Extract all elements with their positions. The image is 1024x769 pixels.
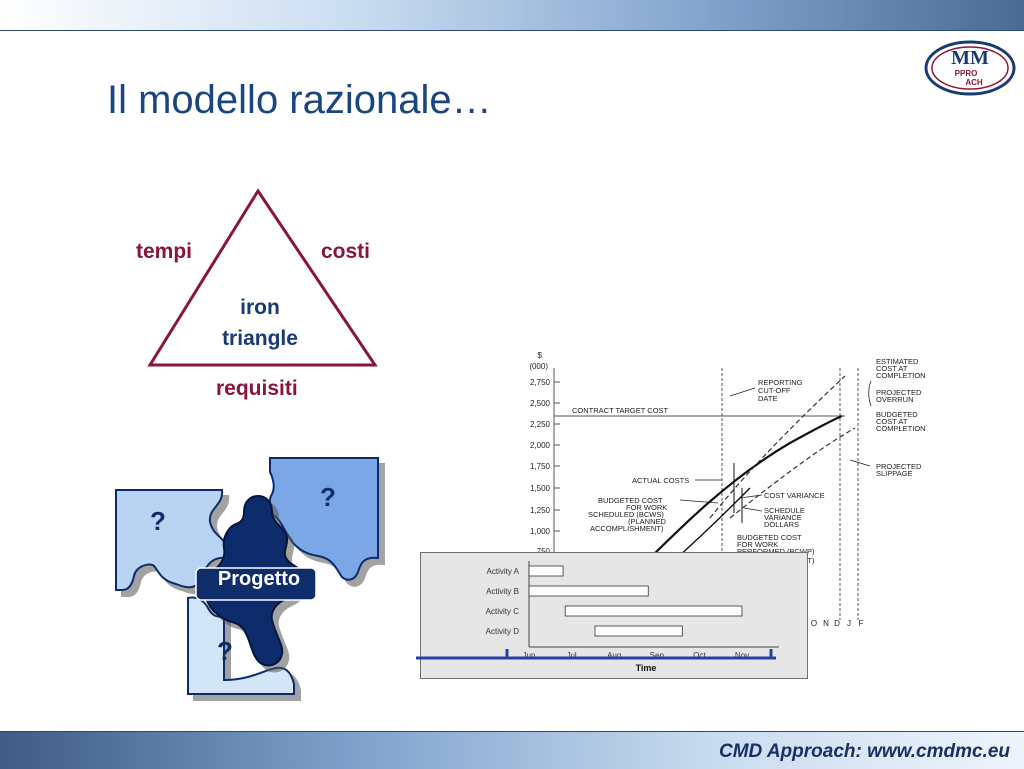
gantt-bracket (416, 649, 776, 660)
gantt-chart: Activity A Activity B Activity C Activity D… (486, 561, 779, 673)
ann-bcws-4: (PLANNED (628, 517, 667, 526)
ann-overrun-2: OVERRUN (876, 395, 914, 404)
triangle-label-requisiti: requisiti (216, 377, 298, 400)
projected-cost-curve (709, 375, 846, 519)
top-banner (0, 0, 1024, 31)
ann-actual-costs: ACTUAL COSTS (632, 476, 689, 485)
ann-slip-1: PROJECTED (876, 462, 922, 471)
ann-reporting-3: DATE (758, 394, 777, 403)
y-tick-750: 750 (537, 547, 551, 556)
puzzle-label-left: ? (150, 506, 166, 536)
puzzle-piece-left (115, 489, 227, 591)
x-tick-D: D (834, 619, 840, 628)
y-tick-1500: 1,500 (530, 484, 551, 493)
cmd-logo: MM PPRO ACH (924, 40, 1016, 96)
gantt-bar (528, 585, 649, 597)
ann-bcwp-4: NT) (802, 556, 815, 565)
gantt-x-tick: Aug (607, 651, 621, 660)
triangle-label-costi: costi (321, 240, 371, 263)
cost-chart-xticks: O N D J F (811, 619, 864, 628)
y-units: (000) (529, 362, 548, 371)
gantt-bar (528, 565, 564, 577)
triangle-word-label: triangle (222, 327, 298, 350)
triangle-center-label: iron triangle (200, 292, 320, 354)
puzzle-piece-right (268, 457, 379, 581)
gantt-x-tick: Sep (650, 651, 665, 660)
gantt-x-tick: Nov (735, 651, 749, 660)
y-tick-2500: 2,500 (530, 399, 551, 408)
cost-chart-yticks: $ (000) 2,750 2,500 2,250 2,000 1,750 1,… (529, 351, 550, 556)
gantt-category-label: Activity A (487, 567, 520, 576)
ann-budget-1: BUDGETED (876, 410, 918, 419)
gantt-bar (594, 625, 683, 637)
ann-slip-2: SLIPPAGE (876, 469, 913, 478)
puzzle-label-right: ? (320, 482, 336, 512)
gantt-x-tick: Oct (693, 651, 706, 660)
ann-reporting-2: CUT-OFF (758, 386, 791, 395)
ann-overrun-1: PROJECTED (876, 388, 922, 397)
ann-reporting-1: REPORTING (758, 378, 803, 387)
y-tick-2250: 2,250 (530, 420, 551, 429)
ann-bcws-5: ACCOMPLISHMENT) (590, 524, 664, 533)
puzzle-piece-bottom (187, 596, 295, 695)
puzzle-label-bottom: ? (217, 636, 233, 666)
footer-banner: CMD Approach: www.cmdmc.eu (0, 731, 1024, 769)
puzzle-illustration (115, 457, 379, 695)
y-currency: $ (538, 351, 543, 360)
ann-contract-target: CONTRACT TARGET COST (572, 406, 669, 415)
gantt-x-tick: Jun (523, 651, 536, 660)
x-tick-F: F (859, 619, 864, 628)
gantt-category-label: Activity C (486, 607, 520, 616)
ann-budget-2: COST AT (876, 417, 908, 426)
puzzle-label-progetto: Progetto (217, 568, 301, 590)
ann-bcws-2: FOR WORK (626, 503, 667, 512)
y-tick-2000: 2,000 (530, 441, 551, 450)
ann-budget-3: COMPLETION (876, 424, 926, 433)
gantt-category-label: Activity D (486, 627, 520, 636)
ann-bcwp-2: FOR WORK (737, 540, 778, 549)
footer-text: CMD Approach: www.cmdmc.eu (718, 741, 1010, 762)
ann-est-2: COST AT (876, 364, 908, 373)
ann-bcws-1: BUDGETED COST (598, 496, 663, 505)
gantt-bar (564, 605, 743, 617)
ann-sched-1: SCHEDULE (764, 506, 805, 515)
x-tick-O: O (811, 619, 817, 628)
iron-triangle (147, 188, 378, 367)
y-tick-1750: 1,750 (530, 462, 551, 471)
ann-sched-3: DOLLARS (764, 520, 799, 529)
slide-title: Il modello razionale… (107, 78, 492, 122)
ann-est-3: COMPLETION (876, 371, 926, 380)
y-tick-1250: 1,250 (530, 506, 551, 515)
logo-main-text: MM (951, 47, 989, 69)
gantt-x-tick: Jul (566, 651, 576, 660)
bcws-curve (639, 414, 843, 569)
logo-sub2-text: ACH (965, 78, 983, 87)
ann-bcwp-3: PERFORMED (BCWP) (737, 547, 815, 556)
earned-value-chart: $ (000) 2,750 2,500 2,250 2,000 1,750 1,… (529, 351, 926, 628)
x-tick-J: J (847, 619, 851, 628)
gantt-x-label: Time (636, 663, 657, 673)
y-tick-2750: 2,750 (530, 378, 551, 387)
gantt-category-label: Activity B (486, 587, 519, 596)
ann-est-1: ESTIMATED (876, 357, 919, 366)
x-tick-N: N (823, 619, 829, 628)
projected-slip-curve (729, 427, 856, 519)
logo-sub1-text: PPRO (955, 69, 978, 78)
y-tick-1000: 1,000 (530, 527, 551, 536)
iron-label: iron (240, 296, 280, 319)
triangle-label-tempi: tempi (136, 240, 193, 263)
ann-sched-2: VARIANCE (764, 513, 802, 522)
ann-bcws-3: SCHEDULED (BCWS) (588, 510, 664, 519)
ann-cost-variance: COST VARIANCE (764, 491, 825, 500)
ann-bcwp-1: BUDGETED COST (737, 533, 802, 542)
